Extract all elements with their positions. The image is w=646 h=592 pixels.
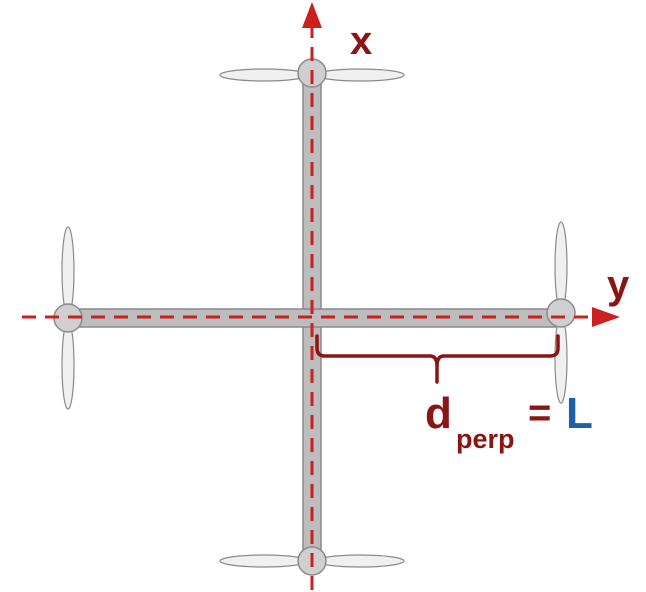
y-axis-label: y bbox=[607, 263, 630, 307]
bottom-rotor-blade-left bbox=[219, 554, 309, 568]
right-rotor-blade-top bbox=[554, 221, 568, 311]
distance-brace bbox=[315, 334, 560, 384]
left-rotor-blade-bottom bbox=[61, 320, 75, 410]
top-rotor-blade-left bbox=[219, 68, 309, 82]
left-rotor-blade-top bbox=[61, 226, 75, 316]
equals-sign: = bbox=[528, 391, 551, 435]
x-axis-label: x bbox=[350, 19, 372, 63]
d-perp-subscript: perp bbox=[456, 424, 515, 454]
bottom-rotor-blade-right bbox=[315, 554, 405, 568]
top-rotor-blade-right bbox=[315, 68, 405, 82]
top-rotor bbox=[219, 58, 405, 88]
y-axis-arrowhead bbox=[592, 307, 620, 327]
right-rotor bbox=[546, 221, 576, 404]
arm-length-label: L bbox=[566, 389, 593, 438]
x-axis-arrowhead bbox=[302, 2, 322, 28]
d-perp-symbol: d bbox=[425, 389, 452, 438]
right-rotor-hub bbox=[546, 298, 576, 328]
